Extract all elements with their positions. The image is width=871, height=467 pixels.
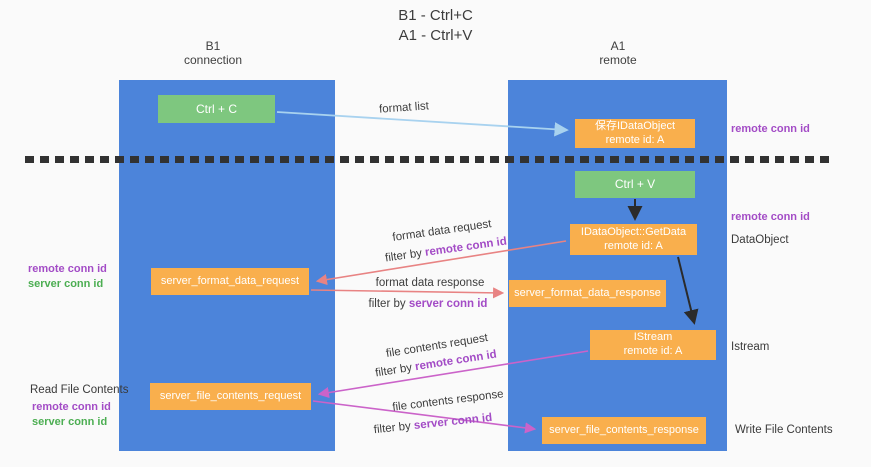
right-remote-conn-id-mid: remote conn id: [731, 211, 810, 223]
node-getdata-line2: remote id: A: [604, 239, 663, 252]
format-data-response-arrow: [310, 287, 505, 299]
title-line-1: B1 - Ctrl+C: [398, 7, 473, 24]
node-ctrl-v-label: Ctrl + V: [614, 177, 656, 191]
node-server-file-contents-request: server_file_contents_request: [150, 383, 311, 410]
node-server-format-data-request: server_format_data_request: [151, 268, 309, 295]
format-request-filter-prefix: filter by: [384, 247, 423, 265]
format-response-filter-prefix: filter by: [368, 298, 406, 310]
lane-header-b1: B1 connection: [143, 39, 283, 68]
left-format-server-conn-id: server conn id: [28, 278, 104, 290]
node-server-file-contents-response: server_file_contents_response: [542, 417, 706, 444]
format-response-filter-label: filter by server conn id: [369, 298, 488, 310]
dashed-divider: [25, 156, 833, 163]
file-request-filter-prefix: filter by: [374, 361, 413, 380]
file-contents-response-label: file contents response: [391, 388, 505, 414]
lane-a1-name: A1: [610, 39, 626, 53]
node-istream-line2: remote id: A: [623, 345, 683, 357]
node-ctrl-c-label: Ctrl + C: [195, 101, 237, 116]
node-istream: IStream remote id: A: [590, 330, 716, 360]
istream-side-label: Istream: [731, 341, 770, 353]
format-response-filter-key: server conn id: [408, 298, 488, 310]
file-response-filter-key: server conn id: [413, 411, 493, 432]
lane-b1-name: B1: [205, 39, 221, 53]
node-istream-line1: IStream: [633, 331, 673, 344]
node-save-idataobject: 保存IDataObject remote id: A: [575, 119, 695, 148]
format-list-label: format list: [378, 100, 430, 116]
format-data-response-label: format data response: [375, 277, 485, 289]
node-ctrl-c: Ctrl + C: [158, 95, 275, 123]
left-file-server-conn-id: server conn id: [32, 416, 108, 428]
node-file-response-label: server_file_contents_response: [549, 423, 699, 436]
file-response-filter-label: filter by server conn id: [373, 412, 493, 436]
read-file-contents-label: Read File Contents: [30, 384, 129, 396]
right-remote-conn-id-top: remote conn id: [731, 123, 810, 135]
node-server-format-data-response: server_format_data_response: [509, 280, 666, 307]
lane-header-a1: A1 remote: [548, 39, 688, 68]
diagram-title: B1 - Ctrl+C A1 - Ctrl+V: [0, 6, 871, 47]
file-response-filter-prefix: filter by: [373, 420, 412, 437]
lane-a1-subtitle: remote: [599, 53, 637, 68]
node-format-response-label: server_format_data_response: [514, 286, 661, 299]
write-file-contents-label: Write File Contents: [735, 424, 833, 436]
lane-b1-subtitle: connection: [183, 53, 243, 68]
node-format-request-label: server_format_data_request: [160, 274, 300, 287]
node-idataobject-getdata: IDataObject::GetData remote id: A: [570, 224, 697, 255]
node-save-line2: remote id: A: [605, 133, 665, 146]
dataobject-label: DataObject: [731, 234, 789, 246]
node-save-line1: 保存IDataObject: [594, 119, 676, 132]
format-request-filter-key: remote conn id: [424, 235, 508, 259]
node-file-request-label: server_file_contents_request: [159, 389, 302, 402]
left-file-remote-conn-id: remote conn id: [32, 401, 111, 413]
node-getdata-line1: IDataObject::GetData: [580, 225, 687, 238]
left-format-remote-conn-id: remote conn id: [28, 263, 107, 275]
node-ctrl-v: Ctrl + V: [575, 171, 695, 198]
title-line-2: A1 - Ctrl+V: [398, 27, 473, 45]
